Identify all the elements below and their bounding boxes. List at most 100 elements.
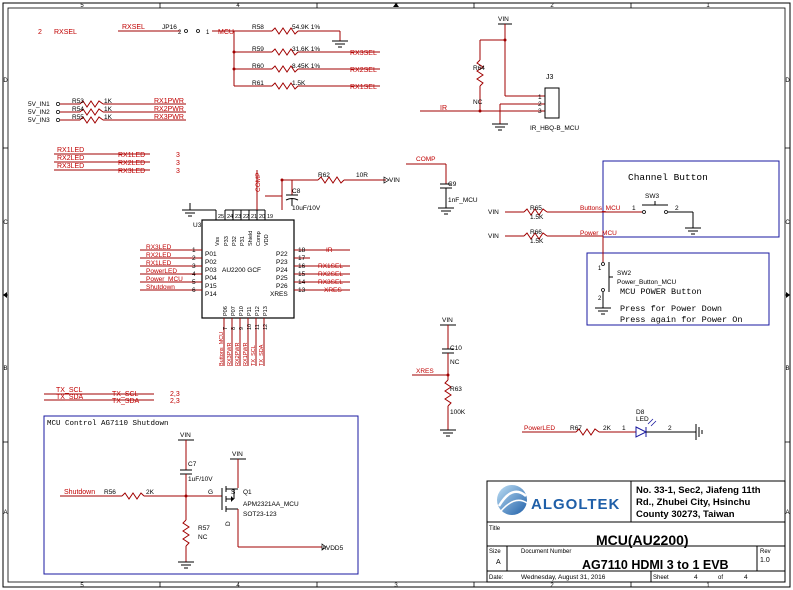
capacitor-value: 1uF/10V — [188, 476, 213, 483]
chip-name: AU2200 GCF — [222, 267, 261, 274]
resistor-value: 10R — [356, 172, 368, 179]
xres-section: VIN C10 NC XRES R63 100K — [412, 317, 466, 437]
border-row-right: C — [785, 220, 790, 226]
net-label-buttons-mcu: Buttons_MCU — [580, 205, 621, 212]
net-label-rx3sel: RX3SEL — [318, 279, 343, 286]
company-logo-text: ALGOLTEK — [531, 496, 620, 513]
sheet-number: 4 — [694, 574, 698, 581]
border-col-bottom: 2 — [550, 583, 554, 589]
ir-receiver: VIN R64 NC IR J3 1 2 3 IR_HBQ-B_MCU — [420, 16, 579, 132]
switch-ref: SW2 — [617, 270, 631, 277]
mcu-chip: U3 AU2200 GCF 25 24 23 22 21 20 19 Vss P… — [140, 170, 350, 366]
resistor-ref: R55 — [72, 114, 84, 121]
resistor-ref: R60 — [252, 63, 264, 70]
mosfet-icon — [221, 486, 238, 512]
mosfet-source: S — [231, 489, 236, 496]
title-label: Title — [489, 526, 501, 532]
mosfet-name: APM2321AA_MCU — [243, 501, 299, 508]
comp-section: R62 10R VIN C8 10uF/10V COMP C9 1nF_MCU — [280, 156, 478, 215]
border-row-left: C — [3, 220, 8, 226]
ground-icon — [695, 424, 703, 440]
date-label: Date: — [489, 575, 504, 581]
pin-name: P03 — [205, 267, 217, 274]
net-label-buttons-mcu: Buttons_MCU — [219, 332, 225, 366]
resistor-ref: R63 — [450, 386, 462, 393]
led-ref: D8 — [636, 409, 645, 416]
push-switch-icon — [601, 262, 613, 292]
net-label-ir: IR — [440, 105, 447, 112]
chip-ref: U3 — [193, 222, 202, 229]
resistor-ref: R58 — [252, 24, 264, 31]
ground-icon — [438, 207, 454, 215]
pin-name: P01 — [205, 251, 217, 258]
pin-name: P13 — [263, 306, 269, 316]
sheet-ref: 2 — [38, 29, 42, 36]
resistor-value: 2K — [603, 425, 612, 432]
pin-number: 3 — [538, 108, 542, 115]
pin-number: 17 — [298, 255, 306, 262]
channel-button-section: Channel Button VIN R65 1.5K Buttons_MCU … — [488, 160, 780, 238]
net-label-vin: VIN — [488, 233, 499, 240]
net-label-tx-sda: TX_SDA — [259, 344, 265, 366]
pin-name: P32 — [232, 236, 238, 246]
pin-name: P06 — [223, 306, 229, 316]
net-label-comp: COMP — [255, 173, 262, 193]
pin-number: 1 — [192, 247, 196, 254]
i2c-section: TX_SCL TX_SDA TX_SCL TX_SDA 2,3 2,3 — [44, 387, 180, 405]
power-button-title: MCU POWER Button — [620, 287, 702, 297]
pin-number: 2 — [675, 205, 679, 212]
net-label-rx1sel: RX1SEL — [350, 84, 377, 91]
pin-name: P26 — [276, 283, 288, 290]
mosfet-ref: Q1 — [243, 489, 252, 496]
jumper-ref: JP16 — [162, 24, 177, 31]
resistor-value: 8.45K 1% — [292, 63, 320, 70]
pin-name: Comp — [256, 231, 262, 246]
net-label-5v-in2: 5V_IN2 — [28, 109, 50, 116]
pin-number: 1 — [622, 425, 626, 432]
pin-number: 10 — [247, 324, 253, 330]
jumper-pin: 1 — [206, 30, 210, 36]
net-label-xres: XRES — [324, 287, 342, 294]
jumper-pin: 2 — [178, 30, 182, 36]
pin-name: P02 — [205, 259, 217, 266]
pin-name: P15 — [205, 283, 217, 290]
resistor-ref: R65 — [530, 205, 542, 212]
pin-name: P12 — [255, 306, 261, 316]
pin-number: 9 — [239, 327, 245, 330]
pin-number: 4 — [192, 271, 196, 278]
resistor-value: NC — [198, 534, 208, 541]
pin-name: Vss — [215, 237, 221, 246]
pin-number: 1 — [598, 266, 602, 272]
pin-number: 25 — [218, 214, 224, 220]
pin-number: 13 — [298, 287, 306, 294]
pin-number: 1 — [538, 94, 542, 101]
border-col-top: 5 — [80, 3, 84, 9]
net-label-rx1pwr: RX1PWR — [154, 98, 184, 105]
border-row-left: D — [3, 78, 8, 84]
net-label-power-mcu: Power_MCU — [580, 230, 617, 237]
led-net-refs: RX1LED RX1LED 3 RX2LED RX2LED 3 RX3LED R… — [54, 147, 180, 175]
switch-name: Power_Button_MCU — [617, 279, 677, 286]
net-label-vin: VIN — [180, 432, 191, 439]
pin-name: P31 — [240, 236, 246, 246]
net-label-tx-scl: TX_SCL — [56, 387, 83, 394]
sheet-label: Sheet — [653, 575, 669, 581]
capacitor-value: 1nF_MCU — [448, 197, 478, 204]
resistor-ref: R62 — [318, 172, 330, 179]
pin-number: 24 — [227, 214, 233, 220]
rev-label: Rev — [760, 549, 771, 555]
ground-icon — [595, 307, 611, 315]
capacitor-ref: C8 — [292, 188, 301, 195]
net-label-tx-scl: TX_SCL — [112, 391, 139, 398]
pin-name: P24 — [276, 267, 288, 274]
date-value: Wednesday, August 31, 2016 — [521, 574, 606, 581]
pin-name: P22 — [276, 251, 288, 258]
pin-number: 16 — [298, 263, 306, 270]
pin-name: P07 — [231, 306, 237, 316]
net-label-rx3sel: RX3SEL — [350, 50, 377, 57]
resistor-value: 1K — [104, 98, 113, 105]
sheet-ref: 3 — [176, 160, 180, 167]
net-label-rx2led: RX2LED — [57, 155, 84, 162]
channel-button-title: Channel Button — [628, 172, 708, 183]
